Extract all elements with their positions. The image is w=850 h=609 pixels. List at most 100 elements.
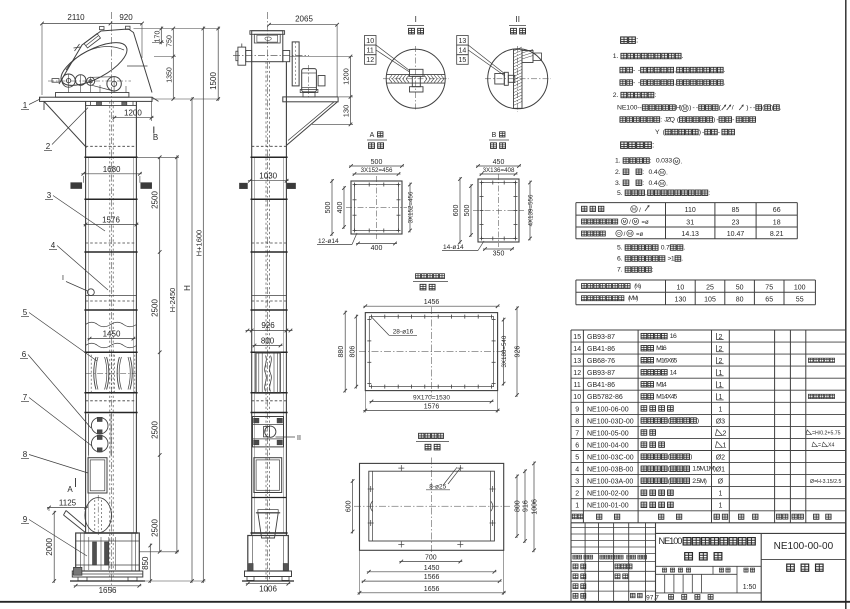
svg-text:/: / <box>732 105 734 112</box>
svg-text:55: 55 <box>796 297 804 304</box>
svg-text:2500: 2500 <box>151 421 160 439</box>
svg-text:14: 14 <box>670 369 677 376</box>
svg-text:O: O <box>617 231 621 236</box>
svg-text:I: I <box>62 275 64 282</box>
svg-text:1656: 1656 <box>99 586 117 595</box>
svg-text:2500: 2500 <box>151 519 160 537</box>
svg-text:9: 9 <box>23 515 28 524</box>
svg-text:2500: 2500 <box>151 191 160 209</box>
svg-text:916: 916 <box>523 500 530 512</box>
svg-text:NE100-01-00: NE100-01-00 <box>587 503 629 510</box>
svg-text:10: 10 <box>677 285 685 292</box>
svg-text::: : <box>652 267 654 274</box>
svg-text:10: 10 <box>573 394 581 401</box>
svg-text:M14: M14 <box>656 381 667 388</box>
svg-text:806: 806 <box>349 346 356 358</box>
svg-text:7: 7 <box>575 430 579 437</box>
svg-text:2500: 2500 <box>151 299 160 317</box>
svg-text:1125: 1125 <box>59 499 77 508</box>
svg-text:(: ( <box>677 117 680 124</box>
svg-text:Ø1: Ø1 <box>716 467 725 474</box>
svg-text:>1: >1 <box>668 256 675 263</box>
svg-text:18: 18 <box>773 219 781 226</box>
svg-text:600: 600 <box>453 205 460 217</box>
svg-text:800: 800 <box>261 337 275 346</box>
svg-text:-: - <box>718 129 720 136</box>
svg-text:1576: 1576 <box>102 216 120 225</box>
svg-text:7.: 7. <box>617 267 623 274</box>
svg-text:15: 15 <box>459 57 467 64</box>
svg-text:14: 14 <box>459 48 467 55</box>
svg-text:II: II <box>515 15 519 24</box>
svg-text:8-ø25: 8-ø25 <box>429 484 446 491</box>
svg-text:1350: 1350 <box>166 67 173 83</box>
svg-text:1006: 1006 <box>259 585 277 594</box>
svg-text:=H/0.2+5.75: =H/0.2+5.75 <box>812 431 841 437</box>
svg-text:3X180=540: 3X180=540 <box>501 335 508 367</box>
svg-text::: : <box>660 117 662 124</box>
svg-text:23: 23 <box>732 219 740 226</box>
svg-text:700: 700 <box>425 555 437 562</box>
svg-text:16: 16 <box>670 333 677 340</box>
svg-text:1200: 1200 <box>341 68 350 85</box>
svg-text:1: 1 <box>722 442 726 449</box>
svg-text:105: 105 <box>704 297 716 304</box>
svg-text:1200: 1200 <box>124 109 142 118</box>
svg-text:31: 31 <box>686 219 694 226</box>
svg-text:8.21: 8.21 <box>770 231 784 238</box>
svg-text:M: M <box>683 106 687 112</box>
svg-text:/: / <box>639 208 641 214</box>
svg-text:1450: 1450 <box>424 565 440 572</box>
svg-text:,: , <box>645 190 647 197</box>
svg-text:.: . <box>666 171 668 177</box>
svg-text:(: ( <box>668 466 671 473</box>
svg-text:GB5782-86: GB5782-86 <box>587 394 623 401</box>
svg-text:.: . <box>780 105 782 112</box>
svg-text:.: . <box>682 53 684 60</box>
svg-text:65: 65 <box>765 297 773 304</box>
svg-text:1450: 1450 <box>103 330 121 339</box>
svg-text:)--: )-- <box>689 105 698 112</box>
svg-text:1656: 1656 <box>424 586 440 593</box>
svg-text:28-ø16: 28-ø16 <box>393 329 414 336</box>
svg-text:1680: 1680 <box>103 165 121 174</box>
svg-text:8: 8 <box>23 450 28 459</box>
svg-text:1006: 1006 <box>532 499 539 515</box>
svg-text:2110: 2110 <box>67 13 85 22</box>
svg-text:5: 5 <box>575 455 579 462</box>
svg-text:8: 8 <box>575 418 579 425</box>
svg-text:II: II <box>297 435 301 442</box>
svg-text:750: 750 <box>166 35 173 47</box>
svg-text:(: ( <box>668 418 671 425</box>
svg-text:3X152=456: 3X152=456 <box>361 167 393 174</box>
svg-text:2: 2 <box>575 491 579 498</box>
svg-text::: : <box>642 169 644 176</box>
svg-text:14-ø14: 14-ø14 <box>443 244 464 251</box>
svg-text:M: M <box>632 207 636 213</box>
svg-text:1: 1 <box>718 491 722 498</box>
svg-text:H: H <box>183 285 192 291</box>
svg-text:X4: X4 <box>828 443 834 449</box>
svg-text:1: 1 <box>718 382 722 389</box>
svg-text:0.7: 0.7 <box>661 245 670 252</box>
svg-text:100: 100 <box>794 285 806 292</box>
svg-text:.: . <box>666 182 668 188</box>
svg-text:2: 2 <box>718 358 722 365</box>
svg-text:(: ( <box>663 129 666 136</box>
svg-text:=ø: =ø <box>636 232 644 238</box>
svg-text:(: ( <box>668 478 671 485</box>
svg-text:.: . <box>724 67 726 74</box>
svg-text:JZQ: JZQ <box>664 117 675 124</box>
svg-text:)--: )-- <box>746 105 755 112</box>
svg-text:10: 10 <box>366 38 374 45</box>
svg-text:NE100: NE100 <box>659 536 683 546</box>
svg-text:880: 880 <box>338 346 345 358</box>
svg-text:1: 1 <box>718 370 722 377</box>
svg-text:2065: 2065 <box>295 15 313 24</box>
svg-text:6: 6 <box>22 350 27 359</box>
svg-text:850: 850 <box>141 556 150 570</box>
svg-text:I: I <box>415 15 417 24</box>
svg-text:.: . <box>681 256 683 263</box>
svg-text:B: B <box>153 133 158 142</box>
svg-text:2.: 2. <box>615 169 621 176</box>
